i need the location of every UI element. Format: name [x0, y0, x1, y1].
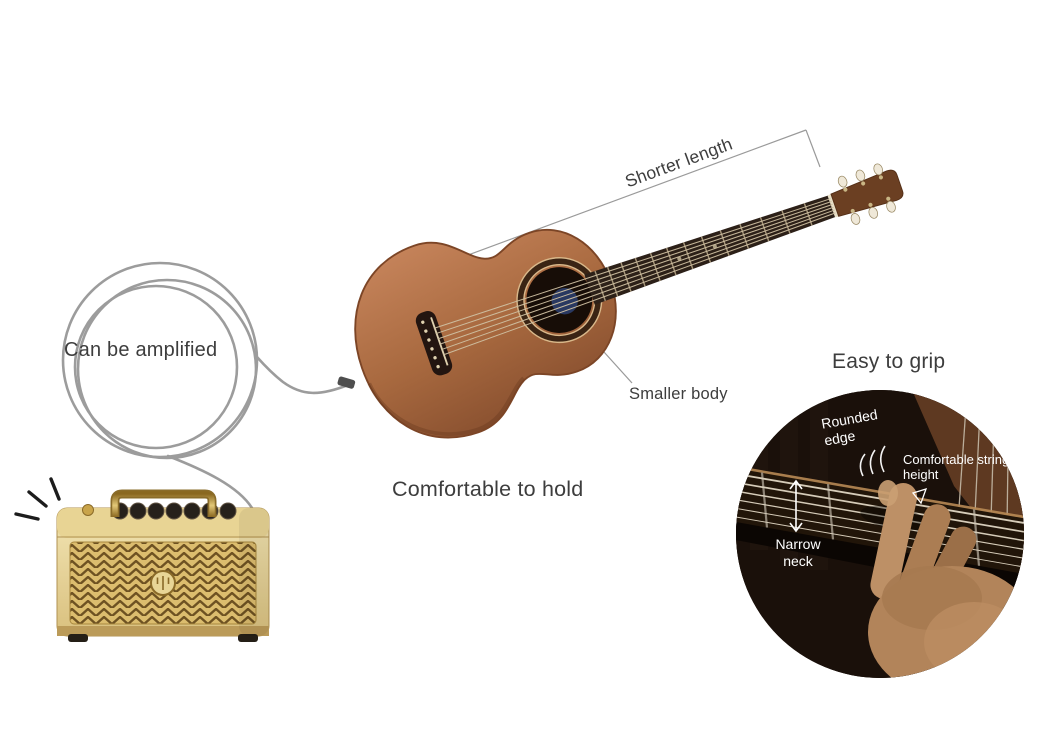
easy-to-grip-heading: Easy to grip [832, 350, 946, 373]
guitar-fretboard [584, 195, 837, 305]
shorter-length-dimension-line [432, 129, 821, 269]
narrow-neck-label: Narrow neck [775, 536, 821, 569]
guitar-nut [827, 194, 839, 218]
smaller-body-label: Smaller body [629, 385, 728, 403]
string-height-pointer [911, 487, 928, 505]
amp-foot-right [238, 634, 258, 642]
smaller-body-pointer-line [603, 351, 633, 384]
cable-plug [337, 376, 356, 389]
body-strings [958, 390, 1010, 527]
guitar-body [354, 228, 617, 439]
amp-brand-badge [150, 570, 176, 596]
guitar-headstock [830, 169, 904, 217]
sound-spark-lines [14, 477, 61, 521]
comfortable-string-height-label: Comfortable string height [903, 452, 1010, 483]
amplifier [14, 477, 270, 642]
fret-inlay-dot [677, 256, 682, 261]
rounded-edge-marks [859, 445, 886, 477]
instrument-cable [61, 261, 350, 518]
amp-side-shading [239, 508, 269, 636]
guitar [354, 163, 904, 439]
guitar-tuners [837, 163, 896, 225]
guitar-body-edge-shadow [367, 376, 525, 436]
can-be-amplified-label: Can be amplified [64, 339, 218, 361]
comfortable-to-hold-label: Comfortable to hold [392, 477, 584, 501]
grip-photo-illustration [736, 390, 1024, 678]
narrow-neck-arrow [789, 479, 803, 533]
grip-photo-inset: Rounded edge Comfortable string height N… [736, 390, 1024, 678]
amp-foot-left [68, 634, 88, 642]
guitar-bridge [415, 311, 453, 376]
fretting-hand [868, 480, 1024, 678]
fret-inlay-dot [712, 244, 717, 249]
amp-base [57, 626, 269, 636]
amp-carry-handle [110, 489, 217, 517]
guitar-strings [433, 198, 836, 356]
